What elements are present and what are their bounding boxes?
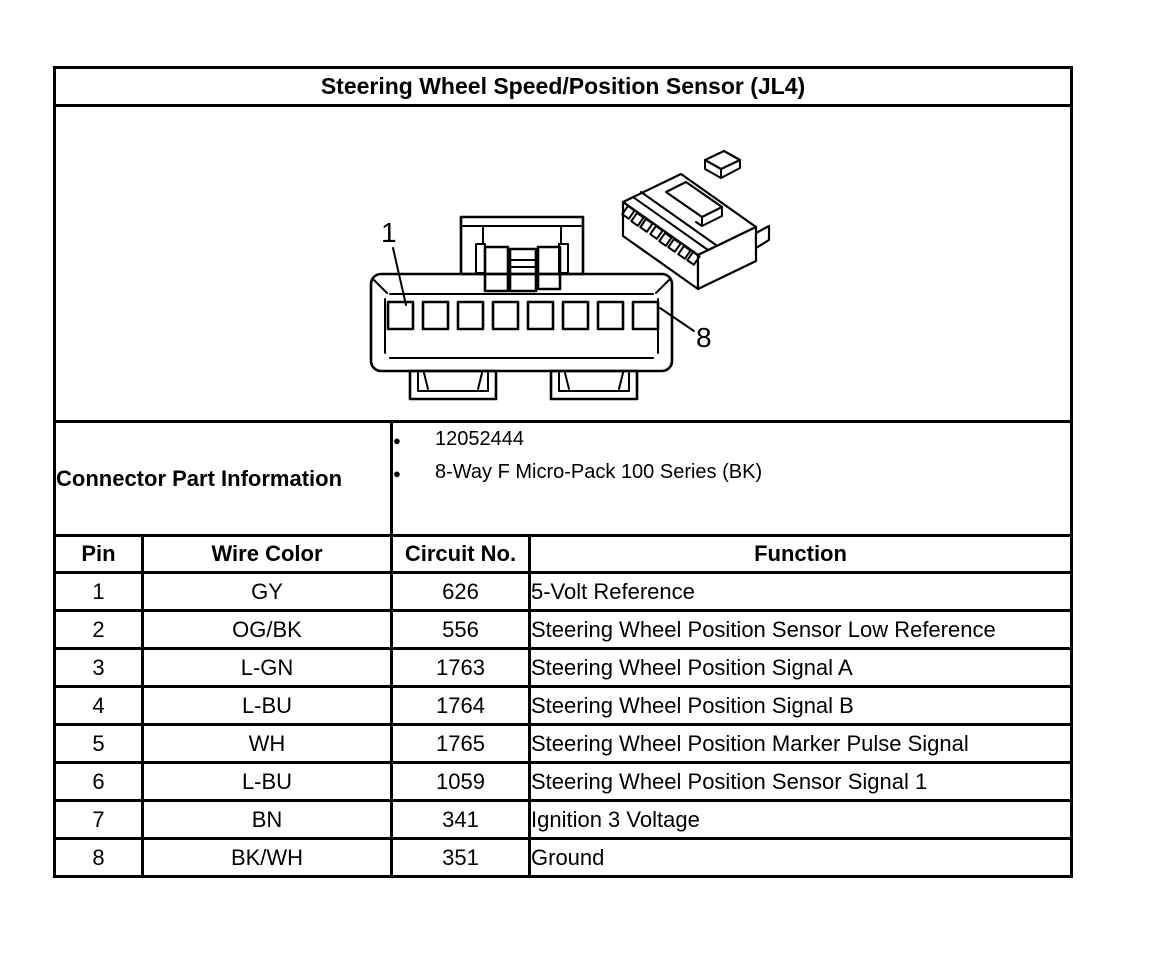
pin1-leader-line	[392, 247, 407, 306]
part-info-row: Connector Part Information 12052444 8-Wa…	[53, 420, 1073, 537]
table-row: 8 BK/WH 351 Ground	[53, 837, 1073, 878]
pin1-label: 1	[381, 217, 397, 248]
wire-color-cell: L-BU	[141, 685, 393, 726]
header-wire-color: Wire Color	[141, 534, 393, 574]
latch-tongue	[508, 247, 538, 293]
circuit-no-cell: 1059	[390, 761, 531, 802]
part-info-list: 12052444 8-Way F Micro-Pack 100 Series (…	[395, 425, 1069, 491]
circuit-no-cell: 1763	[390, 647, 531, 688]
circuit-no-cell: 351	[390, 837, 531, 878]
pin-cell: 2	[53, 609, 144, 650]
function-cell: Ignition 3 Voltage	[528, 799, 1073, 840]
pin-cell: 4	[53, 685, 144, 726]
function-cell: Ground	[528, 837, 1073, 878]
diagram-row: 1 8	[53, 104, 1073, 423]
table-row: 5 WH 1765 Steering Wheel Position Marker…	[53, 723, 1073, 764]
circuit-no-cell: 1765	[390, 723, 531, 764]
function-cell: Steering Wheel Position Sensor Signal 1	[528, 761, 1073, 802]
connector-front-view: 1 8	[369, 215, 712, 401]
header-circuit-no: Circuit No.	[390, 534, 531, 574]
header-function: Function	[528, 534, 1073, 574]
part-number-item: 12052444	[395, 425, 1069, 458]
connector-diagram: 1 8	[369, 149, 771, 401]
wire-color-cell: WH	[141, 723, 393, 764]
pin-cavity-2	[421, 300, 450, 331]
pin-cell: 5	[53, 723, 144, 764]
table-row: 3 L-GN 1763 Steering Wheel Position Sign…	[53, 647, 1073, 688]
iso-latch-tab	[703, 149, 742, 171]
table-row: 1 GY 626 5-Volt Reference	[53, 571, 1073, 612]
function-cell: Steering Wheel Position Marker Pulse Sig…	[528, 723, 1073, 764]
iso-side-notch	[754, 224, 771, 250]
wire-color-cell: L-GN	[141, 647, 393, 688]
table-row: 2 OG/BK 556 Steering Wheel Position Sens…	[53, 609, 1073, 650]
pin-cell: 1	[53, 571, 144, 612]
pin-cavity-7	[596, 300, 625, 331]
table-row: 6 L-BU 1059 Steering Wheel Position Sens…	[53, 761, 1073, 802]
foot-right	[549, 369, 639, 401]
part-info-list-cell: 12052444 8-Way F Micro-Pack 100 Series (…	[390, 420, 1073, 537]
page-title: Steering Wheel Speed/Position Sensor (JL…	[53, 66, 1073, 107]
pin-cavity-6	[561, 300, 590, 331]
circuit-no-cell: 556	[390, 609, 531, 650]
pin-cavity-4	[491, 300, 520, 331]
foot-left	[408, 369, 498, 401]
pin-cell: 3	[53, 647, 144, 688]
wire-color-cell: BK/WH	[141, 837, 393, 878]
table-row: 7 BN 341 Ignition 3 Voltage	[53, 799, 1073, 840]
header-pin: Pin	[53, 534, 144, 574]
pin-cavity-5	[526, 300, 555, 331]
iso-side-face	[696, 225, 758, 291]
part-info-label: Connector Part Information	[53, 420, 393, 537]
pin8-leader-line	[659, 307, 695, 332]
latch-block-left	[483, 245, 510, 293]
part-series-item: 8-Way F Micro-Pack 100 Series (BK)	[395, 456, 1069, 490]
pin-cell: 6	[53, 761, 144, 802]
latch-block-right	[536, 245, 562, 291]
function-cell: Steering Wheel Position Sensor Low Refer…	[528, 609, 1073, 650]
wire-color-cell: L-BU	[141, 761, 393, 802]
circuit-no-cell: 1764	[390, 685, 531, 726]
diagram-cell: 1 8	[53, 104, 1073, 423]
latch-hook-left	[475, 243, 486, 274]
connector-isometric-view	[621, 149, 771, 291]
wire-color-cell: GY	[141, 571, 393, 612]
pin-cavity-8	[631, 300, 660, 331]
circuit-no-cell: 626	[390, 571, 531, 612]
wire-color-cell: BN	[141, 799, 393, 840]
function-cell: Steering Wheel Position Signal A	[528, 647, 1073, 688]
pin8-label: 8	[696, 322, 712, 353]
circuit-no-cell: 341	[390, 799, 531, 840]
iso-pin-cavities	[621, 205, 701, 266]
title-row: Steering Wheel Speed/Position Sensor (JL…	[53, 66, 1073, 107]
pin-cavity-1	[386, 300, 415, 331]
table-row: 4 L-BU 1764 Steering Wheel Position Sign…	[53, 685, 1073, 726]
table-header-row: Pin Wire Color Circuit No. Function	[53, 534, 1073, 574]
connector-spec-table: Steering Wheel Speed/Position Sensor (JL…	[53, 66, 1073, 878]
pin-cell: 7	[53, 799, 144, 840]
function-cell: 5-Volt Reference	[528, 571, 1073, 612]
pin-cell: 8	[53, 837, 144, 878]
function-cell: Steering Wheel Position Signal B	[528, 685, 1073, 726]
pin-cavity-3	[456, 300, 485, 331]
wire-color-cell: OG/BK	[141, 609, 393, 650]
connector-body	[369, 272, 674, 373]
